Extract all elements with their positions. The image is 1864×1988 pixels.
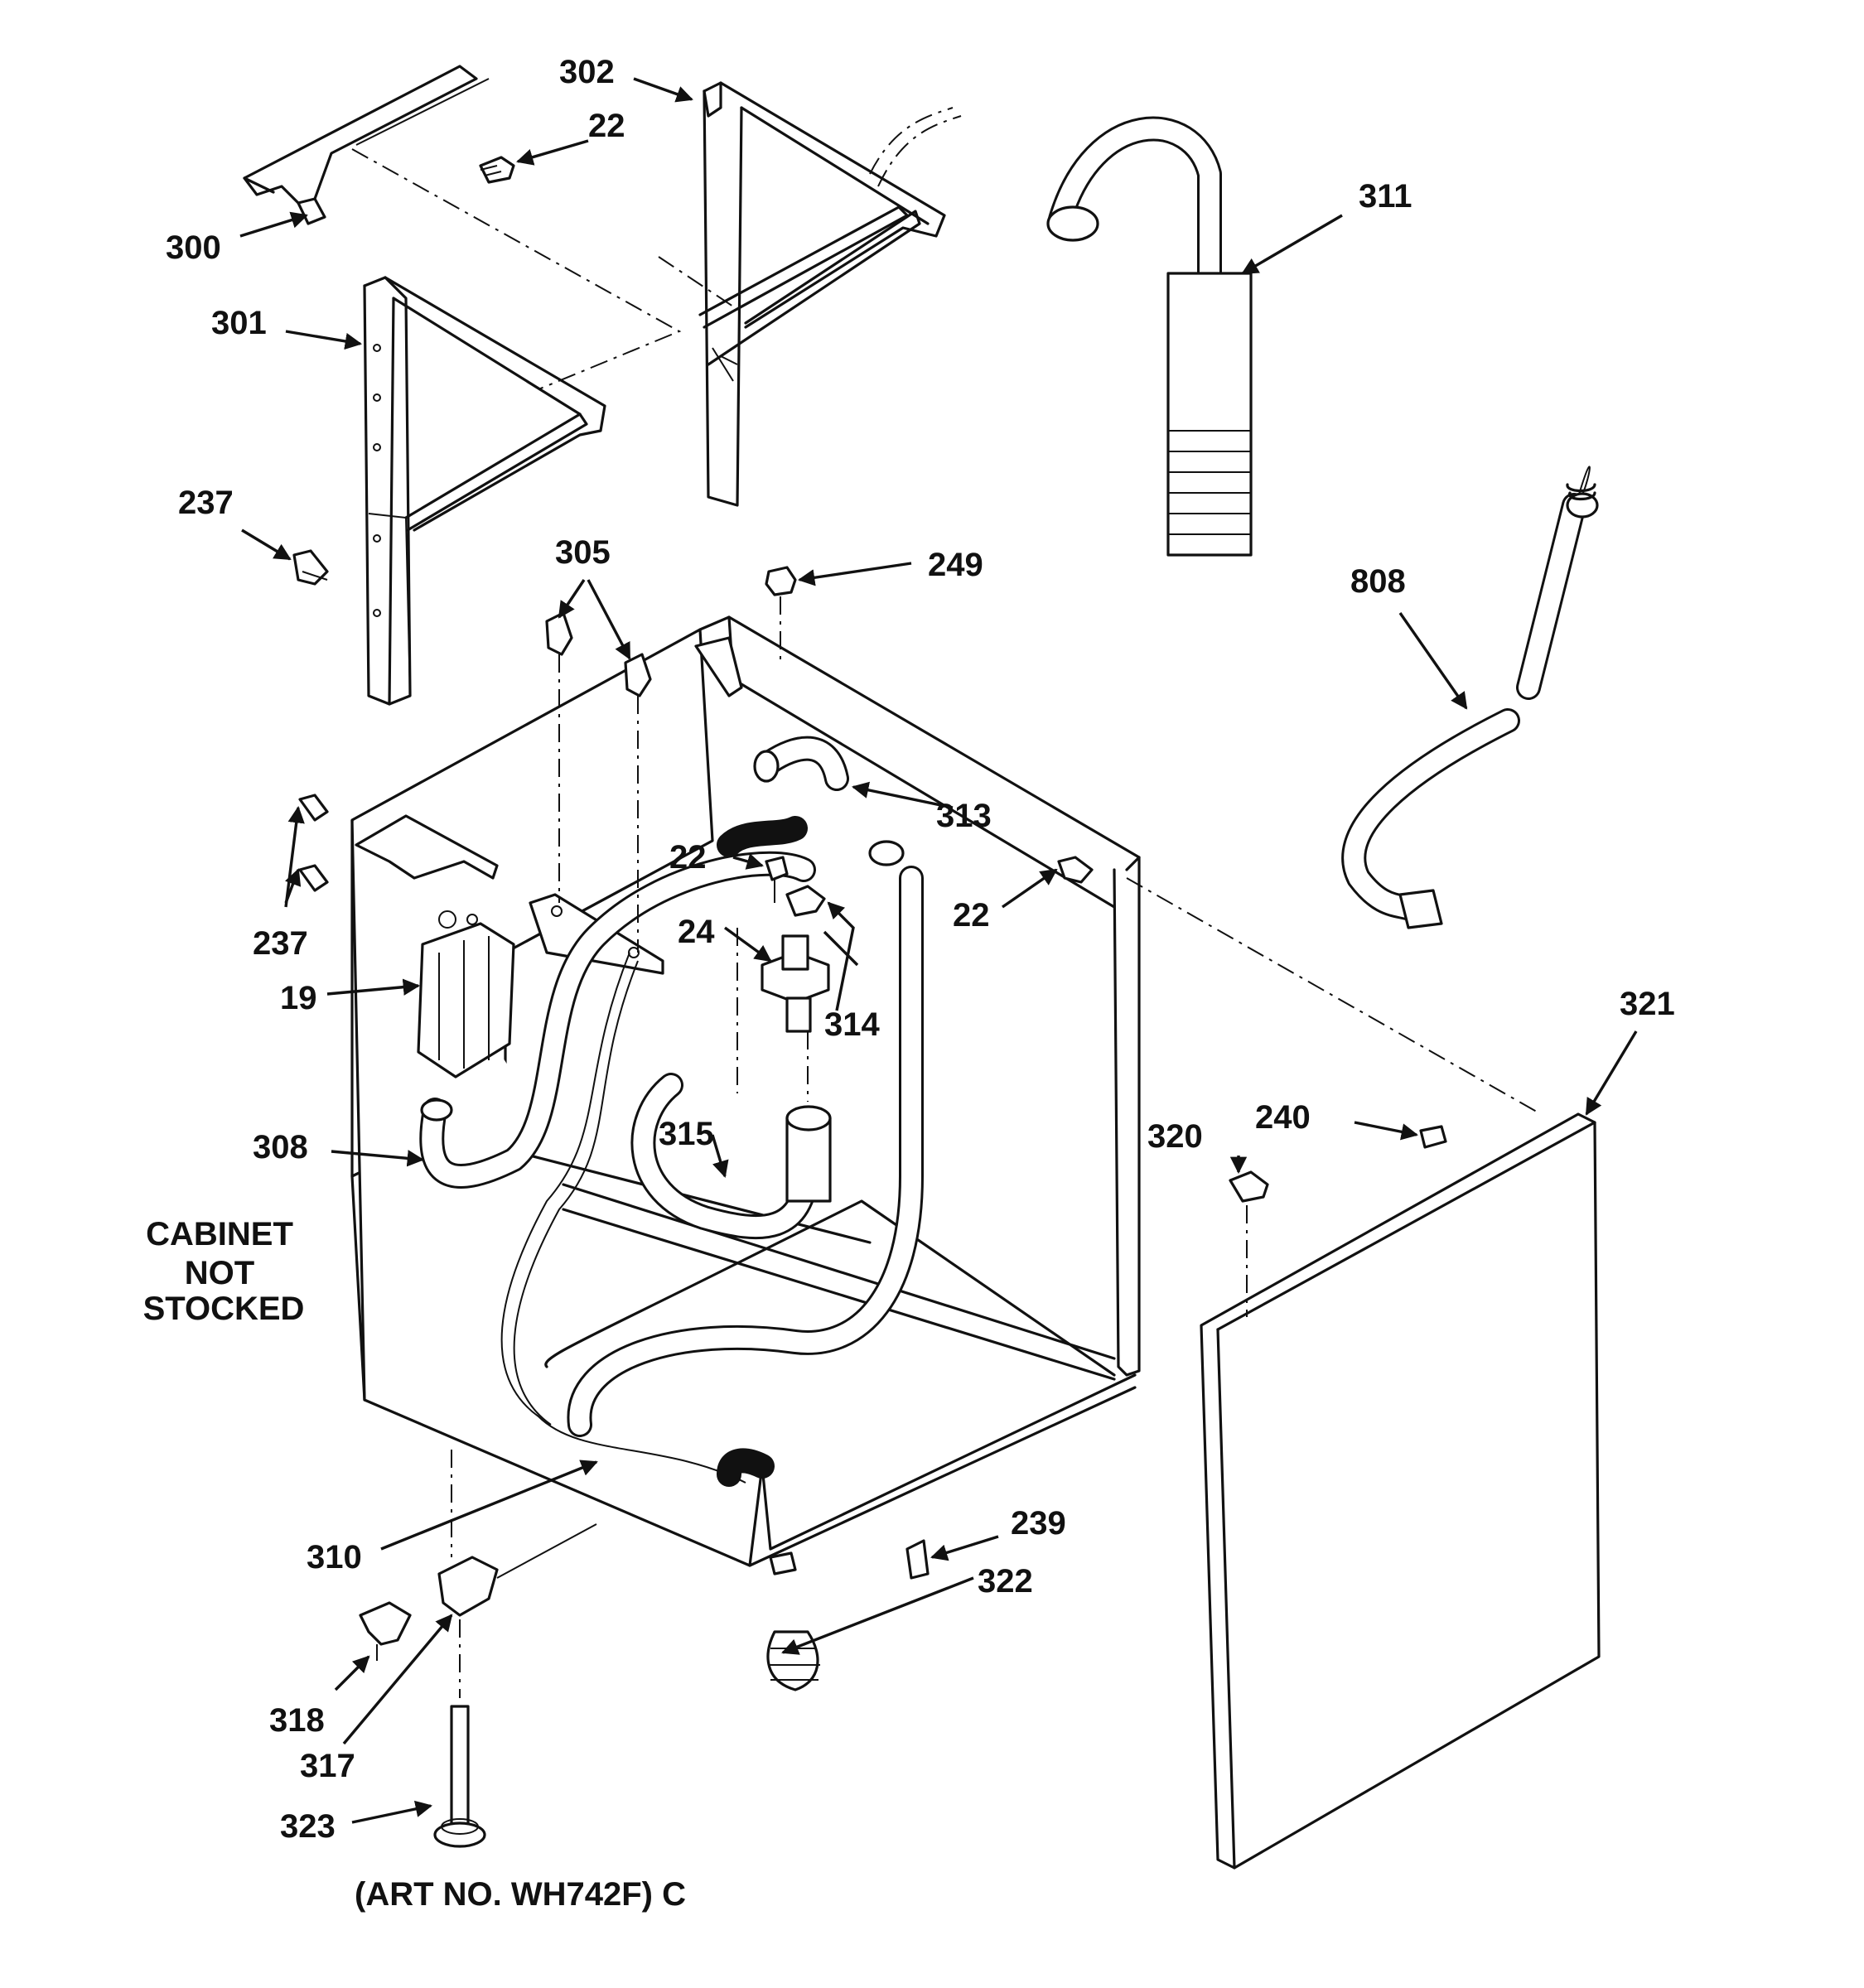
callout-318: 318 (269, 1702, 325, 1739)
callout-22-top: 22 (588, 108, 625, 144)
leader-lines (239, 77, 1638, 1824)
callout-808: 808 (1350, 563, 1406, 600)
callout-320: 320 (1147, 1118, 1203, 1155)
callout-22-right: 22 (953, 897, 990, 934)
part-300-top-bracket (243, 65, 490, 225)
part-311-drain-hose (1046, 116, 1253, 557)
note-line-3: STOCKED (143, 1291, 305, 1327)
callout-239: 239 (1011, 1505, 1066, 1542)
alignment-line-panel (1126, 877, 1542, 1115)
callout-24: 24 (678, 914, 715, 950)
part-240-clip (1419, 1125, 1447, 1149)
note-line-2: NOT (185, 1255, 254, 1291)
callout-321: 321 (1620, 986, 1675, 1022)
part-317-318-leveler (359, 1523, 597, 1661)
callout-237-upper: 237 (178, 485, 234, 521)
callout-315: 315 (659, 1116, 714, 1152)
screw-22-valve (765, 856, 789, 903)
screw-22-right (1057, 856, 1094, 884)
callout-313: 313 (936, 798, 992, 834)
alignment-line-302 (658, 256, 734, 307)
callout-322: 322 (978, 1563, 1033, 1600)
part-308-hose (419, 851, 816, 1189)
part-302-rear-bracket (698, 81, 962, 507)
callout-311: 311 (1359, 178, 1412, 215)
callout-301: 301 (211, 305, 267, 341)
part-314-valve (761, 885, 830, 1033)
part-320-clip (1229, 1170, 1269, 1203)
callout-numbers: 302 22 300 301 311 237 305 249 808 313 2… (166, 54, 1675, 1845)
alignment-line-top (351, 148, 682, 390)
part-315-hose (630, 1073, 832, 1240)
part-310-drain-hose (500, 840, 924, 1487)
callout-310: 310 (307, 1539, 362, 1575)
part-323-leveling-leg (433, 1705, 486, 1848)
screw-22-top (479, 156, 515, 184)
cabinet-not-stocked-note: CABINET NOT STOCKED (143, 1216, 305, 1327)
callout-300: 300 (166, 229, 221, 266)
note-line-1: CABINET (146, 1216, 293, 1252)
callout-240: 240 (1255, 1099, 1311, 1136)
callout-302: 302 (559, 54, 615, 90)
callout-249: 249 (928, 547, 983, 583)
callout-314: 314 (824, 1006, 880, 1043)
part-313-elbow (717, 736, 849, 857)
part-301-side-bracket (363, 276, 606, 706)
part-305-clips (545, 611, 652, 697)
part-808-fill-hose (1341, 466, 1599, 929)
screw-237-upper (292, 549, 329, 586)
callout-323: 323 (280, 1808, 336, 1845)
callout-305: 305 (555, 534, 611, 571)
callout-317: 317 (300, 1748, 355, 1784)
callout-308: 308 (253, 1129, 308, 1165)
callout-22-valve: 22 (669, 839, 707, 876)
part-19-pump (417, 910, 515, 1078)
nut-249 (765, 566, 797, 596)
callout-19: 19 (280, 980, 317, 1016)
art-number: (ART NO. WH742F) C (355, 1876, 686, 1913)
callout-237-lower: 237 (253, 925, 308, 962)
part-321-front-panel (1200, 1112, 1601, 1870)
